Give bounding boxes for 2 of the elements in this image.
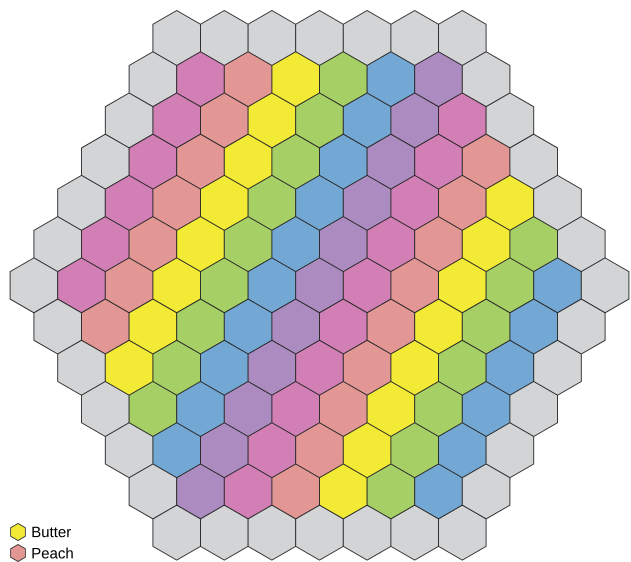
legend-label: Peach <box>32 548 73 558</box>
legend-label: Butter <box>32 526 71 538</box>
